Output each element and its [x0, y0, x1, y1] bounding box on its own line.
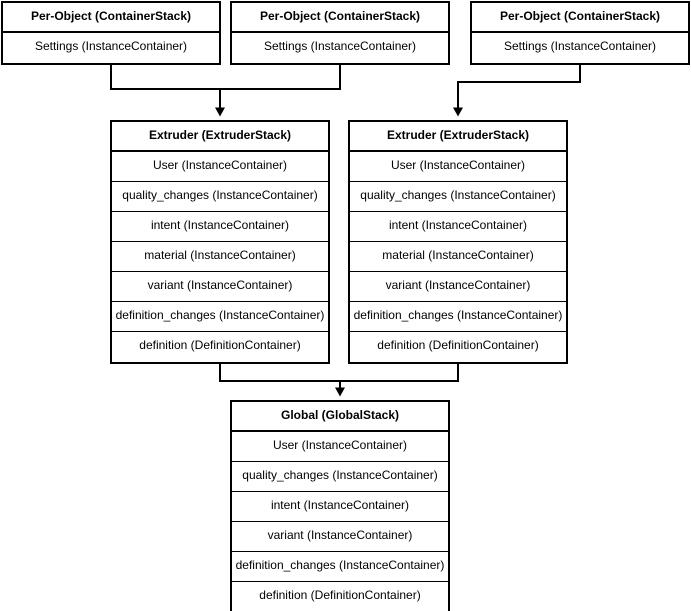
node-row: definition (DefinitionContainer) [350, 332, 566, 362]
edge-per-object-1-to-extruder-1 [110, 62, 220, 90]
node-row: variant (InstanceContainer) [350, 272, 566, 302]
edge-per-object-2-to-extruder-1 [220, 62, 341, 90]
node-global[interactable]: Global (GlobalStack) User (InstanceConta… [230, 400, 450, 611]
node-extruder-1[interactable]: Extruder (ExtruderStack) User (InstanceC… [110, 120, 330, 364]
node-row: variant (InstanceContainer) [232, 522, 448, 552]
node-header: Per-Object (ContainerStack) [3, 3, 219, 33]
node-per-object-2[interactable]: Per-Object (ContainerStack) Settings (In… [230, 1, 450, 65]
node-row: User (InstanceContainer) [350, 152, 566, 182]
node-row: variant (InstanceContainer) [112, 272, 328, 302]
node-row: definition (DefinitionContainer) [112, 332, 328, 362]
node-header: Per-Object (ContainerStack) [472, 3, 688, 33]
edge-extruder-2-to-global [340, 361, 459, 382]
edge-extruder-1-to-global [219, 361, 340, 382]
node-row: definition_changes (InstanceContainer) [112, 302, 328, 332]
node-row: intent (InstanceContainer) [350, 212, 566, 242]
node-row: Settings (InstanceContainer) [472, 33, 688, 63]
node-row: User (InstanceContainer) [232, 432, 448, 462]
node-header: Per-Object (ContainerStack) [232, 3, 448, 33]
node-row: User (InstanceContainer) [112, 152, 328, 182]
node-per-object-3[interactable]: Per-Object (ContainerStack) Settings (In… [470, 1, 690, 65]
node-row: definition (DefinitionContainer) [232, 582, 448, 611]
node-row: material (InstanceContainer) [350, 242, 566, 272]
node-row: quality_changes (InstanceContainer) [112, 182, 328, 212]
node-row: quality_changes (InstanceContainer) [350, 182, 566, 212]
node-row: intent (InstanceContainer) [112, 212, 328, 242]
node-row: definition_changes (InstanceContainer) [232, 552, 448, 582]
node-per-object-1[interactable]: Per-Object (ContainerStack) Settings (In… [1, 1, 221, 65]
node-row: Settings (InstanceContainer) [3, 33, 219, 63]
edge-per-object-3-to-extruder-2 [453, 62, 581, 117]
node-extruder-2[interactable]: Extruder (ExtruderStack) User (InstanceC… [348, 120, 568, 364]
node-row: intent (InstanceContainer) [232, 492, 448, 522]
node-row: material (InstanceContainer) [112, 242, 328, 272]
node-header: Global (GlobalStack) [232, 402, 448, 432]
node-header: Extruder (ExtruderStack) [350, 122, 566, 152]
node-header: Extruder (ExtruderStack) [112, 122, 328, 152]
node-row: quality_changes (InstanceContainer) [232, 462, 448, 492]
node-row: definition_changes (InstanceContainer) [350, 302, 566, 332]
node-row: Settings (InstanceContainer) [232, 33, 448, 63]
